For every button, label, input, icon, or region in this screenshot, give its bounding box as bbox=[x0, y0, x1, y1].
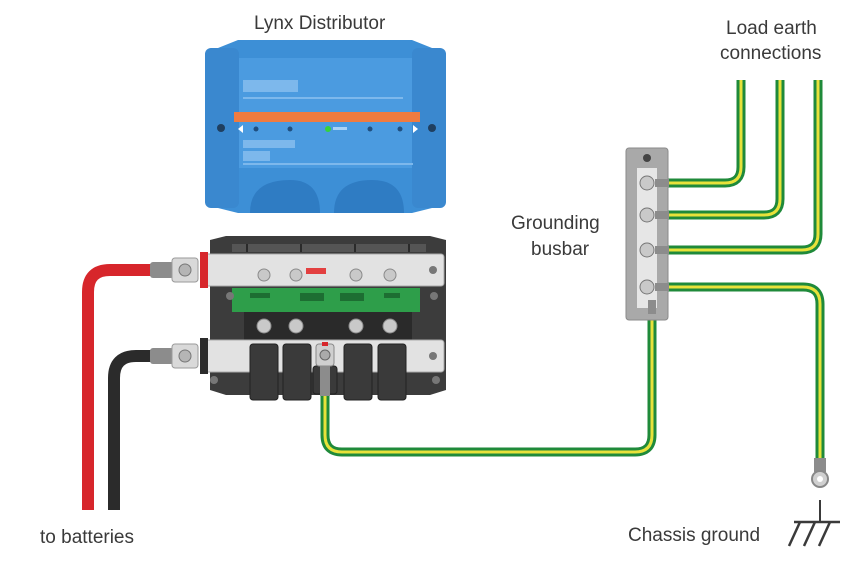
ground-symbol-icon bbox=[787, 500, 840, 547]
label-grounding-line1: Grounding bbox=[511, 213, 600, 234]
pcb-board bbox=[232, 288, 420, 312]
grounding-busbar bbox=[625, 147, 669, 321]
chassis-ring-lug bbox=[811, 458, 829, 488]
lynx-distributor-cover bbox=[205, 40, 446, 213]
battery-negative-lug bbox=[150, 343, 199, 369]
load-earth-cable-3 bbox=[665, 80, 823, 255]
load-earth-cable-2 bbox=[665, 80, 785, 220]
status-led bbox=[325, 126, 331, 132]
label-load-earth-line2: connections bbox=[720, 43, 822, 64]
busbar-terminal bbox=[639, 175, 655, 295]
label-grounding-line2: busbar bbox=[531, 239, 590, 260]
label-lynx-distributor: Lynx Distributor bbox=[254, 13, 386, 34]
earth-cable-distributor-to-busbar bbox=[320, 300, 657, 457]
label-load-earth-line1: Load earth bbox=[726, 18, 817, 39]
battery-positive-cable bbox=[82, 264, 175, 510]
fuse-indicator bbox=[306, 268, 326, 274]
lynx-distributor-base bbox=[200, 236, 446, 401]
earth-cable-busbar-to-chassis bbox=[665, 282, 825, 458]
battery-negative-cable bbox=[108, 350, 175, 510]
battery-positive-lug bbox=[150, 257, 199, 283]
label-to-batteries: to batteries bbox=[40, 527, 134, 548]
label-chassis-ground: Chassis ground bbox=[628, 525, 761, 546]
load-earth-cable-1 bbox=[665, 80, 746, 188]
